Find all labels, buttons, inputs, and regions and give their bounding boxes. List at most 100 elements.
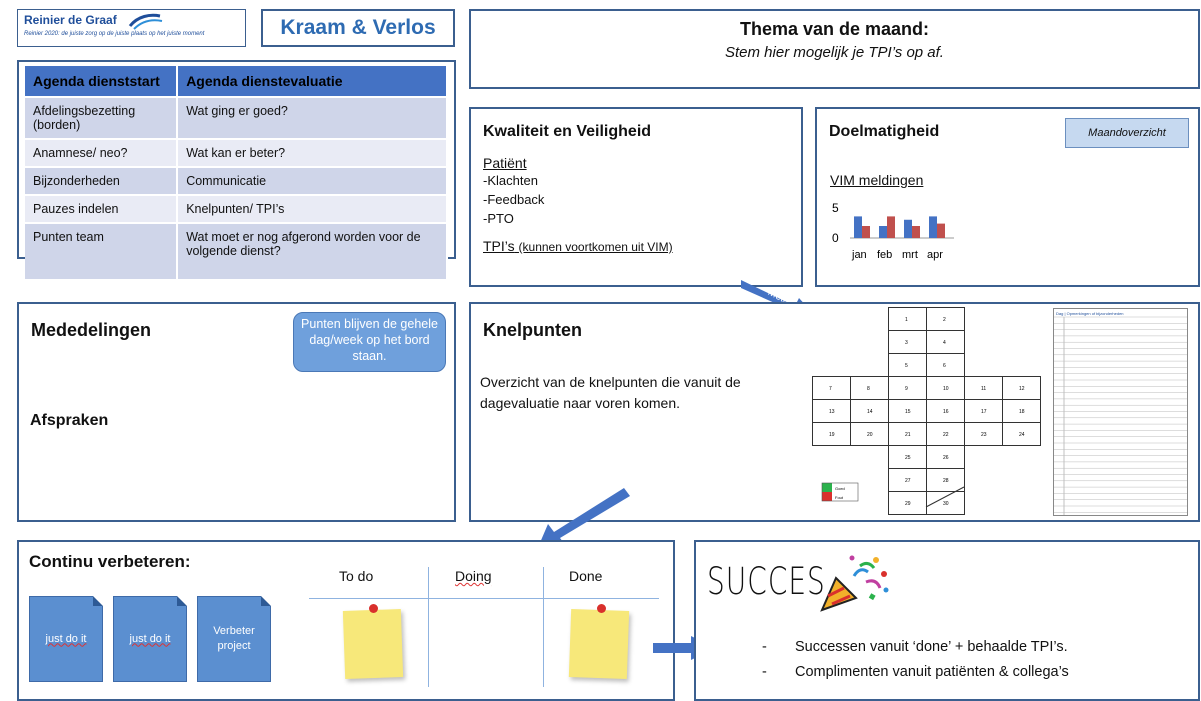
arrow-shape xyxy=(536,488,630,552)
kanban-col-divider xyxy=(543,567,544,687)
legend-red-swatch xyxy=(822,492,832,501)
table-cell: Anamnese/ neo? xyxy=(25,138,179,167)
divider xyxy=(925,486,965,508)
pin-icon xyxy=(369,604,378,613)
improvement-card[interactable]: just do it xyxy=(29,596,103,682)
table-cell: Knelpunten/ TPI’s xyxy=(177,194,448,223)
chart-bar xyxy=(929,216,937,238)
y-tick-label: 5 xyxy=(832,201,839,215)
x-tick-label: feb xyxy=(877,249,892,261)
agenda-header-start: Agenda dienststart xyxy=(25,66,179,97)
calendar-day-label: 3 xyxy=(905,340,908,346)
maandoverzicht-button[interactable]: Maandoverzicht xyxy=(1065,118,1189,148)
improvement-card[interactable]: just do it xyxy=(113,596,187,682)
calendar-day-label: 23 xyxy=(981,432,987,438)
chart-bar xyxy=(904,219,912,238)
calendar-day-label: 21 xyxy=(905,432,911,438)
calendar-day-label: 16 xyxy=(943,409,949,415)
calendar-day-label: 28 xyxy=(943,478,949,484)
calendar-day-label: 2 xyxy=(943,317,946,323)
knelpunten-log-sheet: Dag | Opmerkingen of bijzonderheden xyxy=(1053,308,1188,516)
calendar-day-label: 18 xyxy=(1019,409,1025,415)
table-cell: Punten team xyxy=(25,222,179,279)
legend-label: Fout xyxy=(835,495,844,500)
calendar-day-label: 26 xyxy=(943,455,949,461)
table-cell: Wat moet er nog afgerond worden voor de … xyxy=(177,222,448,279)
party-popper-icon xyxy=(820,555,889,612)
calendar-day-label: 22 xyxy=(943,432,949,438)
calendar-day-label: 7 xyxy=(829,386,832,392)
calendar-cell xyxy=(1002,422,1041,446)
kwaliteit-title: Kwaliteit en Veiligheid xyxy=(483,123,652,140)
mededelingen-title: Mededelingen xyxy=(31,320,152,340)
table-row: Bijzonderheden Communicatie xyxy=(25,166,448,195)
kanban-col-doing: Doing xyxy=(455,568,492,584)
patient-label: Patiënt xyxy=(483,155,527,171)
knelpunten-description: Overzicht van de knelpunten die vanuit d… xyxy=(480,374,741,411)
calendar-day-label: 9 xyxy=(905,386,908,392)
succes-panel xyxy=(694,540,1200,701)
knelpunten-panel: Knelpunten xyxy=(469,302,1200,522)
table-row: Pauzes indelen Knelpunten/ TPI’s xyxy=(25,194,448,223)
thema-panel: Thema van de maand: Stem hier mogelijk j… xyxy=(469,9,1200,89)
table-cell: Afdelingsbezetting (borden) xyxy=(25,96,179,139)
table-cell: Pauzes indelen xyxy=(25,194,179,223)
sticky-note[interactable] xyxy=(342,609,404,679)
tpi-label: TPI’s xyxy=(483,238,515,254)
doelmatigheid-title: Doelmatigheid xyxy=(829,123,940,140)
vim-label: VIM meldingen xyxy=(830,172,924,188)
logo-tagline: Reinier 2020: de juiste zorg op de juist… xyxy=(24,31,205,37)
card-fold xyxy=(177,596,187,606)
kanban-header-divider xyxy=(309,598,659,599)
continu-title: Continu verbeteren: xyxy=(29,552,191,571)
chart-bar xyxy=(862,226,870,238)
succes-item: -Complimenten vanuit patiënten & collega… xyxy=(762,664,1069,680)
legend-label: Goed xyxy=(835,486,845,491)
calendar-day-label: 29 xyxy=(905,501,911,507)
calendar-day-label: 8 xyxy=(867,386,870,392)
calendar-day-label: 4 xyxy=(943,340,946,346)
table-cell: Communicatie xyxy=(177,166,448,195)
kwaliteit-panel: Kwaliteit en Veiligheid Patiënt -Klachte… xyxy=(469,107,803,287)
popper-cone xyxy=(820,576,858,612)
chart-bar xyxy=(887,216,895,238)
card-label: just do it xyxy=(129,632,171,645)
afspraken-label: Afspraken xyxy=(30,412,109,429)
agenda-table-panel: Agenda dienststart Agenda dienstevaluati… xyxy=(17,60,456,279)
succes-item-text: Successen vanuit ‘done’ + behaalde TPI’s… xyxy=(795,639,1068,655)
table-cell: Bijzonderheden xyxy=(25,166,179,195)
succes-item: -Successen vanuit ‘done’ + behaalde TPI’… xyxy=(762,639,1068,655)
calendar-day-label: 19 xyxy=(829,432,835,438)
calendar-cell xyxy=(926,491,965,515)
agenda-header-eval: Agenda dienstevaluatie xyxy=(177,66,448,97)
kanban-col-divider xyxy=(428,567,429,687)
calendar-day-label: 27 xyxy=(905,478,911,484)
x-tick-label: jan xyxy=(851,249,867,261)
table-cell: Wat kan er beter? xyxy=(177,138,448,167)
chart-bar xyxy=(854,216,862,238)
logo-org-name: Reinier de Graaf xyxy=(24,13,117,27)
tpi-line: TPI’s (kunnen voortkomen uit VIM) xyxy=(483,238,789,254)
x-tick-label: mrt xyxy=(902,249,918,261)
list-item: -PTO xyxy=(483,211,514,226)
calendar-day-label: 25 xyxy=(905,455,911,461)
kanban-col-done: Done xyxy=(569,568,603,584)
card-fold xyxy=(261,596,271,606)
chart-bar xyxy=(912,226,920,238)
punten-note: Punten blijven de gehele dag/week op het… xyxy=(293,312,446,372)
sticky-note[interactable] xyxy=(568,609,630,679)
agenda-table: Agenda dienststart Agenda dienstevaluati… xyxy=(25,66,448,279)
succes-title: SUCCES xyxy=(707,559,826,604)
legend-green-swatch xyxy=(822,483,832,492)
calendar-day-label: 24 xyxy=(1019,432,1025,438)
improvement-card[interactable]: Verbeter project xyxy=(197,596,271,682)
succes-item-text: Complimenten vanuit patiënten & collega’… xyxy=(795,664,1069,680)
kanban-col-todo: To do xyxy=(339,568,374,584)
thema-title: Thema van de maand: xyxy=(739,19,930,39)
x-tick-label: apr xyxy=(927,249,943,261)
table-cell: Wat ging er goed? xyxy=(177,96,448,139)
calendar-day-label: 15 xyxy=(905,409,911,415)
chart-bar xyxy=(937,223,945,238)
legend-box xyxy=(821,482,859,502)
y-tick-label: 0 xyxy=(832,231,839,245)
